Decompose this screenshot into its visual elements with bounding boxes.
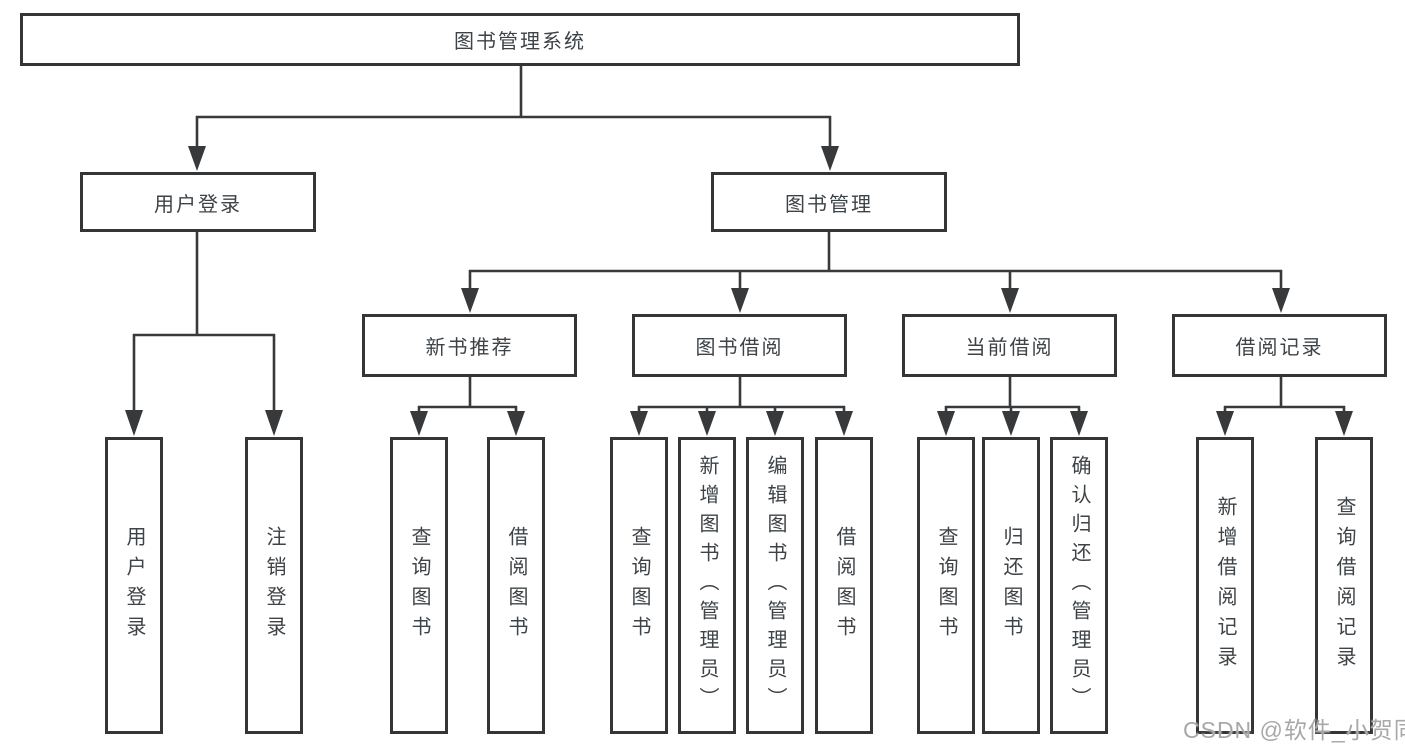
connector-line <box>132 232 276 413</box>
node-label: 借阅记录 <box>1235 337 1324 359</box>
connector-line <box>417 377 518 414</box>
arrowhead <box>937 411 955 436</box>
arrowhead <box>698 411 716 436</box>
node-new-book-rec: 新书推荐 <box>362 314 577 377</box>
connector-new-book-rec <box>410 377 525 436</box>
node-label: 确认归还（管理员） <box>1068 455 1090 716</box>
arrowhead <box>1335 411 1353 436</box>
connector-line <box>1223 377 1346 414</box>
connector-root-to-level2 <box>188 66 839 171</box>
node-cb-return-book: 归还图书 <box>982 437 1040 734</box>
node-book-mgmt: 图书管理 <box>711 172 947 232</box>
arrowhead <box>835 411 853 436</box>
node-leaf-logout: 注销登录 <box>245 437 303 734</box>
node-label: 用户登录 <box>123 525 145 646</box>
node-user-login: 用户登录 <box>80 172 316 232</box>
connector-book-mgmt <box>461 232 1290 313</box>
node-label: 当前借阅 <box>965 337 1054 359</box>
connector-line <box>944 377 1081 414</box>
node-label: 查询图书 <box>628 525 650 646</box>
node-label: 新书推荐 <box>425 337 514 359</box>
node-label: 注销登录 <box>263 525 285 646</box>
connector-line <box>195 66 832 150</box>
arrowhead <box>265 410 283 436</box>
connector-user-login <box>125 232 283 436</box>
node-leaf-user-login: 用户登录 <box>105 437 163 734</box>
node-cb-query-book: 查询图书 <box>917 437 975 734</box>
arrowhead <box>461 288 479 313</box>
node-cb-confirm-return: 确认归还（管理员） <box>1050 437 1108 734</box>
node-label: 图书管理 <box>785 193 873 216</box>
node-label: 图书管理系统 <box>454 31 586 53</box>
node-bb-query-book: 查询图书 <box>610 437 668 734</box>
connector-line <box>637 377 846 414</box>
connector-current-borrow <box>937 377 1088 436</box>
connector-book-borrow <box>630 377 853 436</box>
arrowhead <box>1002 411 1020 436</box>
arrowhead <box>766 411 784 436</box>
node-label: 归还图书 <box>1000 525 1022 646</box>
node-label: 用户登录 <box>154 193 242 216</box>
arrowhead <box>188 146 206 171</box>
arrowhead <box>125 410 143 436</box>
arrowhead <box>1216 411 1234 436</box>
watermark: CSDN @软件_小贺同学 <box>1183 717 1405 743</box>
node-br-query-record: 查询借阅记录 <box>1315 437 1373 734</box>
node-label: 借阅图书 <box>505 525 527 646</box>
arrowhead <box>1272 288 1290 313</box>
node-label: 查询图书 <box>935 525 957 646</box>
arrowhead <box>630 411 648 436</box>
node-label: 新增借阅记录 <box>1214 495 1236 676</box>
node-label: 查询借阅记录 <box>1333 495 1355 676</box>
arrowhead <box>1070 411 1088 436</box>
node-bb-edit-book: 编辑图书（管理员） <box>746 437 804 734</box>
arrowhead <box>821 146 839 171</box>
node-bb-add-book: 新增图书（管理员） <box>678 437 736 734</box>
arrowhead <box>410 411 428 436</box>
arrowhead <box>731 288 749 313</box>
node-br-add-record: 新增借阅记录 <box>1196 437 1254 734</box>
connector-borrow-record <box>1216 377 1353 436</box>
node-nb-query-book: 查询图书 <box>390 437 448 734</box>
node-current-borrow: 当前借阅 <box>902 314 1117 377</box>
node-label: 借阅图书 <box>833 525 855 646</box>
node-bb-borrow-book: 借阅图书 <box>815 437 873 734</box>
node-label: 编辑图书（管理员） <box>764 455 786 716</box>
node-borrow-record: 借阅记录 <box>1172 314 1387 377</box>
node-label: 查询图书 <box>408 525 430 646</box>
node-nb-borrow-book: 借阅图书 <box>487 437 545 734</box>
arrowhead <box>507 411 525 436</box>
node-label: 新增图书（管理员） <box>696 455 718 716</box>
arrowhead <box>1001 288 1019 313</box>
node-book-borrow: 图书借阅 <box>632 314 847 377</box>
connector-line <box>468 232 1283 291</box>
node-label: 图书借阅 <box>695 337 784 359</box>
node-root: 图书管理系统 <box>20 13 1020 66</box>
